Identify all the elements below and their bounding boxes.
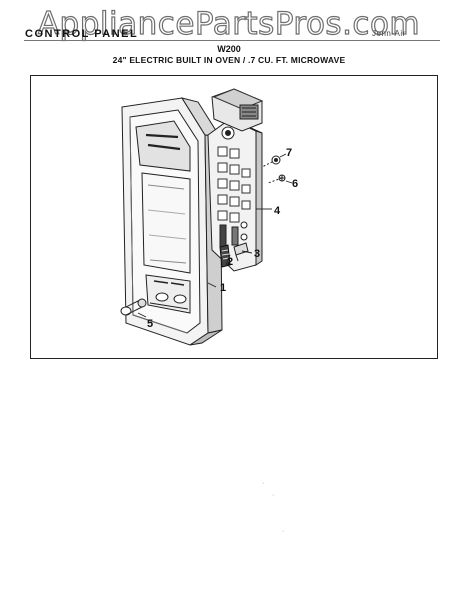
header-rule	[24, 40, 440, 41]
model-code: W200	[217, 44, 241, 54]
brand-mark: Jenn-Air	[372, 29, 406, 38]
callout-7: 7	[286, 147, 292, 159]
nut-part	[261, 155, 281, 168]
model-description: 24" ELECTRIC BUILT IN OVEN / .7 CU. FT. …	[112, 55, 346, 65]
scan-speck: ·	[262, 480, 265, 487]
watermark: AppliancePartsPros.com	[37, 5, 421, 42]
callout-5: 5	[147, 318, 153, 330]
screw-part	[267, 174, 286, 184]
scan-speck: ·	[272, 492, 275, 499]
callout-3: 3	[254, 248, 260, 260]
mounting-bracket	[233, 242, 249, 262]
callout-4: 4	[274, 205, 281, 217]
section-title: CONTROL PANEL	[25, 28, 139, 40]
scan-speck: ·	[282, 528, 285, 535]
callout-2: 2	[227, 256, 233, 268]
callout-6: 6	[292, 178, 298, 190]
callout-1: 1	[220, 282, 226, 294]
control-panel-frame	[121, 97, 223, 346]
display-module	[211, 88, 264, 140]
circuit-board	[207, 118, 263, 272]
diagram-frame	[30, 75, 438, 359]
knob-part	[120, 298, 147, 316]
exploded-view-diagram: 1 2 3 4 5 6 7	[120, 88, 298, 346]
